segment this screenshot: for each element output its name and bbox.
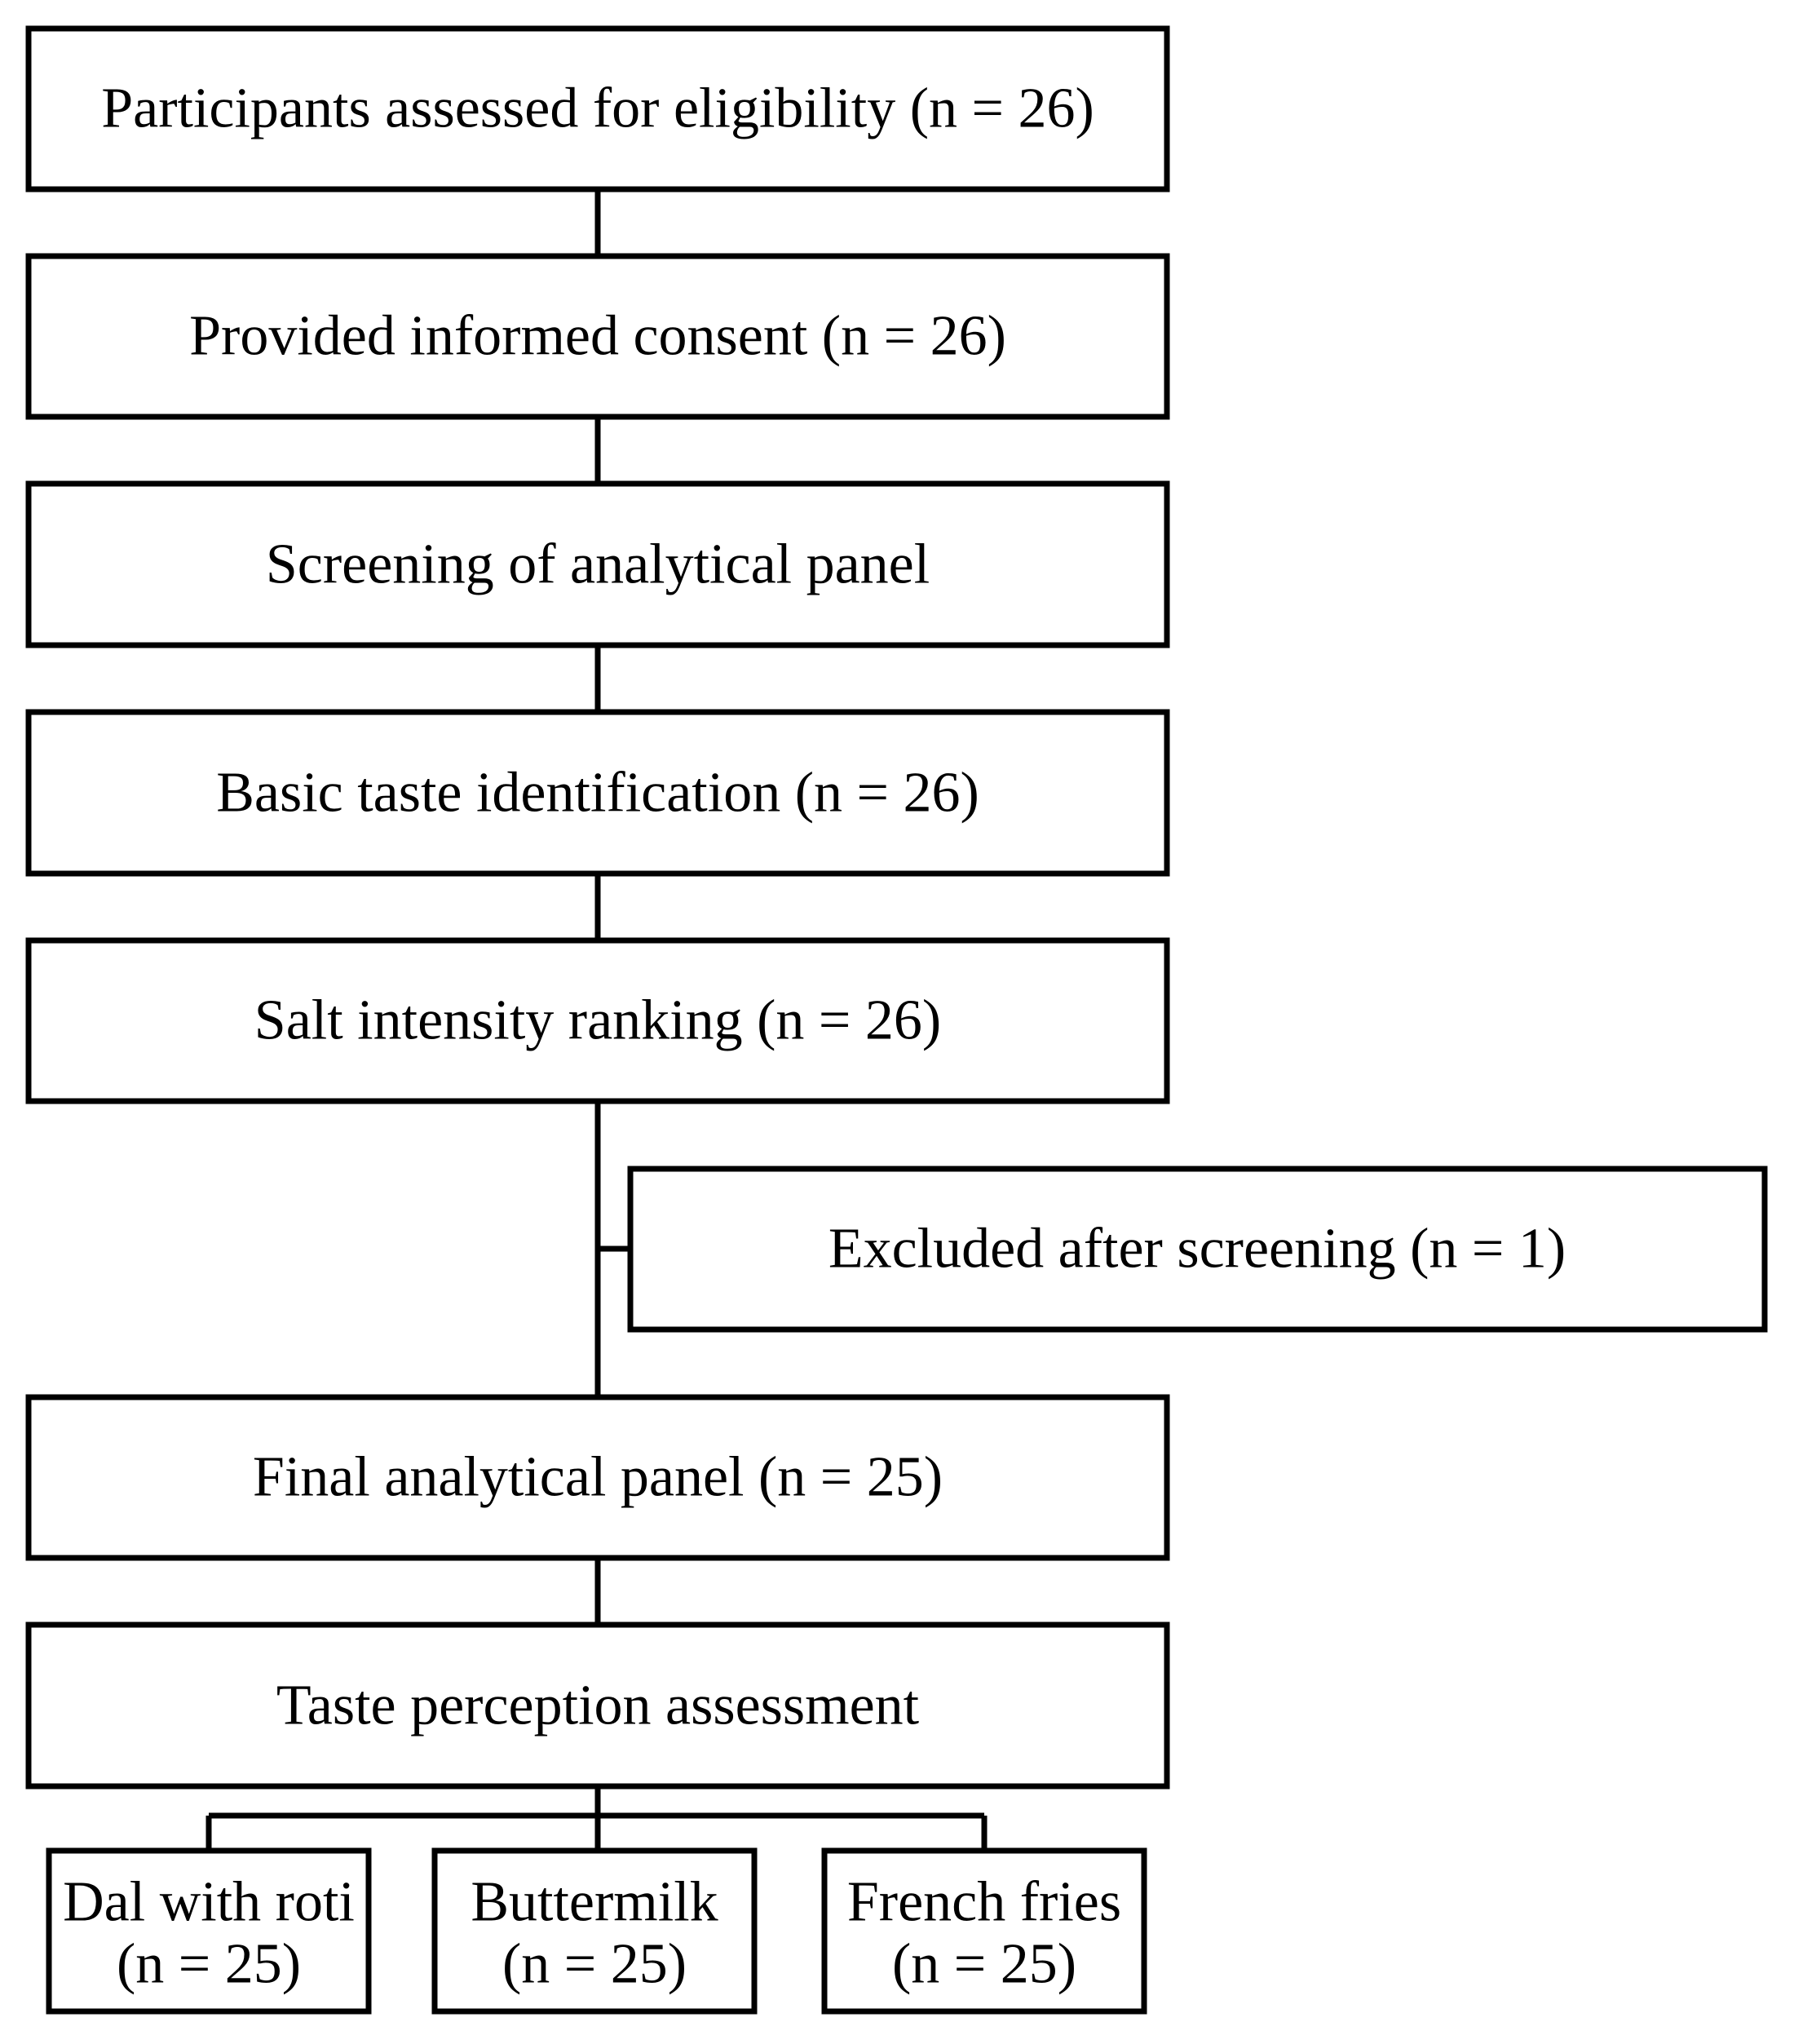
food-buttermilk-count: (n = 25) bbox=[502, 1933, 687, 1996]
step-salt-ranking-label: Salt intensity ranking (n = 26) bbox=[254, 989, 941, 1052]
food-dal-with-roti-name: Dal with roti bbox=[63, 1871, 355, 1934]
step-assessment: Taste perception assessment bbox=[25, 1621, 1170, 1790]
food-buttermilk: Buttermilk (n = 25) bbox=[431, 1847, 758, 2015]
food-buttermilk-name: Buttermilk bbox=[471, 1871, 718, 1934]
step-screening: Screening of analytical panel bbox=[25, 480, 1170, 648]
step-assessment-label: Taste perception assessment bbox=[276, 1675, 920, 1737]
step-basic-taste-label: Basic taste identification (n = 26) bbox=[216, 762, 979, 825]
step-screening-label: Screening of analytical panel bbox=[266, 533, 930, 596]
step-excluded: Excluded after screening (n = 1) bbox=[627, 1166, 1768, 1333]
step-eligibility: Participants assessed for eligibility (n… bbox=[25, 25, 1170, 192]
step-final-panel: Final analytical panel (n = 25) bbox=[25, 1394, 1170, 1561]
step-excluded-label: Excluded after screening (n = 1) bbox=[829, 1218, 1566, 1281]
step-eligibility-label: Participants assessed for eligibility (n… bbox=[101, 77, 1094, 140]
food-french-fries: French fries (n = 25) bbox=[821, 1847, 1147, 2015]
step-final-panel-label: Final analytical panel (n = 25) bbox=[253, 1446, 943, 1509]
step-basic-taste: Basic taste identification (n = 26) bbox=[25, 709, 1170, 877]
food-dal-with-roti: Dal with roti (n = 25) bbox=[46, 1847, 372, 2015]
step-salt-ranking: Salt intensity ranking (n = 26) bbox=[25, 937, 1170, 1104]
step-consent: Provided informed consent (n = 26) bbox=[25, 253, 1170, 420]
food-dal-with-roti-count: (n = 25) bbox=[117, 1933, 301, 1996]
food-french-fries-name: French fries bbox=[847, 1871, 1121, 1934]
food-french-fries-count: (n = 25) bbox=[892, 1933, 1076, 1996]
step-consent-label: Provided informed consent (n = 26) bbox=[189, 305, 1006, 368]
